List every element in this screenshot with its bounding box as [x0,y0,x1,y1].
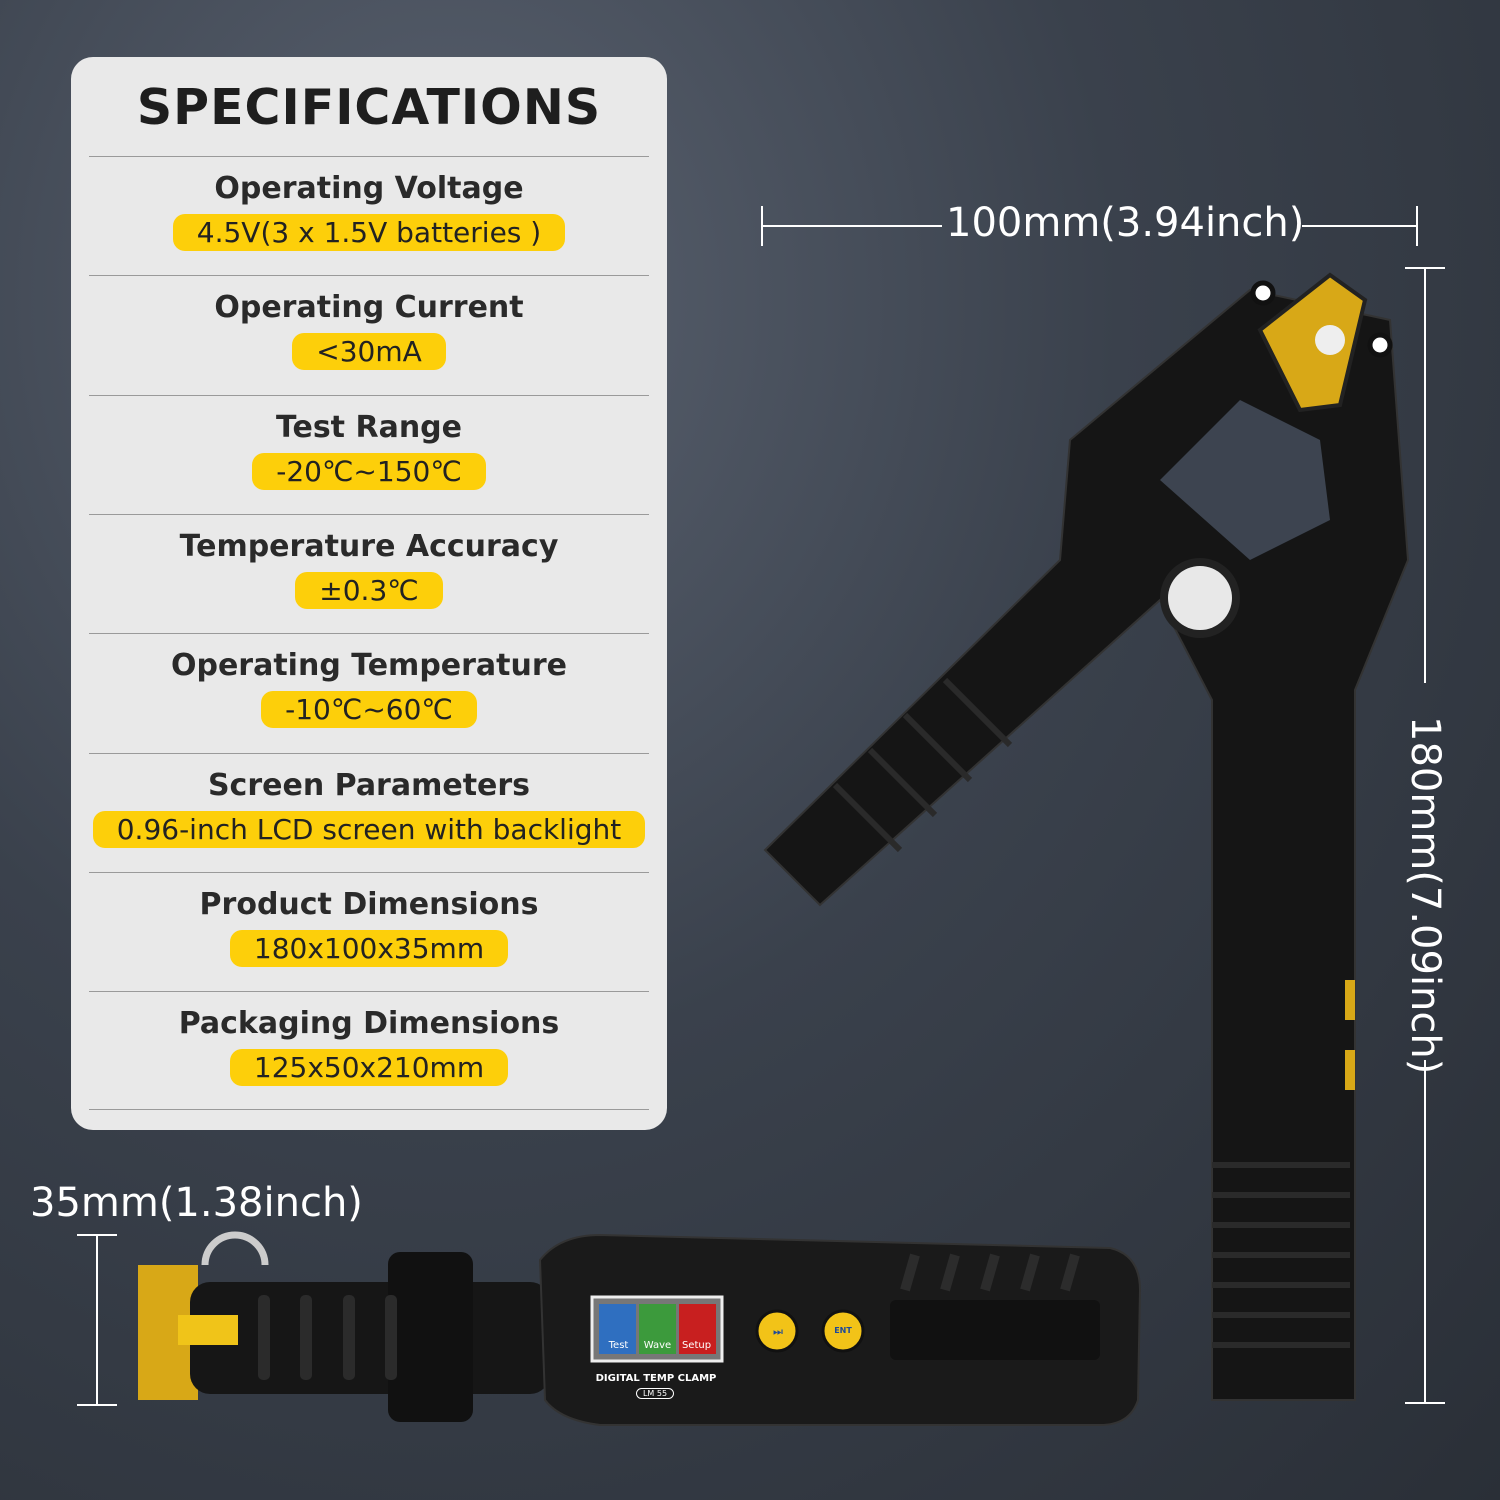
spec-label: Operating Voltage [214,171,524,206]
spec-row: Temperature Accuracy ±0.3℃ [89,513,649,633]
height-dimension: 180mm(7.09inch) [1402,716,1448,1075]
screen-tab-wave: Wave [643,1340,672,1351]
dimension-tick [761,206,763,246]
dimension-line [96,1235,98,1405]
next-icon: ⏭ [773,1325,783,1338]
spec-row: Test Range -20℃~150℃ [89,394,649,514]
spec-value: -20℃~150℃ [252,452,486,490]
device-screen: Test Wave Setup [599,1340,716,1351]
spec-row: Operating Temperature -10℃~60℃ [89,633,649,752]
spec-row: Operating Current <30mA [89,275,649,394]
ent-power-icon: ENT [834,1326,852,1335]
spec-label: Test Range [276,409,462,445]
dimension-tick [1416,206,1418,246]
spec-label: Temperature Accuracy [179,528,559,564]
spec-value: 0.96-inch LCD screen with backlight [92,810,646,848]
spec-value: 4.5V(3 x 1.5V batteries ) [172,214,566,251]
spec-label: Operating Current [214,290,524,326]
spec-value: <30mA [292,333,446,371]
clamp-front-view [763,272,1410,1401]
spec-label: Operating Temperature [170,648,568,684]
device-model: LM 55 [636,1388,674,1399]
spec-row: Packaging Dimensions 125x50x210mm [89,991,649,1110]
spec-label: Product Dimensions [199,886,539,922]
spec-value: 180x100x35mm [229,929,509,967]
screen-tab-test: Test [608,1340,629,1351]
dimension-line [1302,225,1417,227]
dimension-tick [1405,1402,1445,1404]
depth-dimension: 35mm(1.38inch) [30,1180,363,1226]
spec-row: Screen Parameters 0.96-inch LCD screen wi… [89,752,649,872]
spec-value: ±0.3℃ [295,571,443,609]
width-dimension: 100mm(3.94inch) [946,200,1305,246]
dimension-line [762,225,942,227]
device-brand: DIGITAL TEMP CLAMP [595,1373,717,1384]
dimension-tick [77,1234,117,1236]
dimension-line [1424,268,1426,683]
spec-label: Screen Parameters [207,767,531,803]
spec-value: -10℃~60℃ [261,691,477,729]
dimension-line [1424,1060,1426,1403]
spec-row: Operating Voltage 4.5V(3 x 1.5V batteries… [89,156,649,275]
spec-value: 125x50x210mm [229,1049,509,1087]
dimension-tick [1405,267,1445,269]
screen-tab-setup: Setup [681,1340,712,1351]
specifications-panel: SPECIFICATIONS Operating Voltage 4.5V(3 x… [71,57,667,1130]
divider [89,1109,649,1110]
spec-row: Product Dimensions 180x100x35mm [89,871,649,991]
spec-label: Packaging Dimensions [178,1006,560,1042]
page-title: SPECIFICATIONS [136,79,602,136]
dimension-tick [77,1404,117,1406]
